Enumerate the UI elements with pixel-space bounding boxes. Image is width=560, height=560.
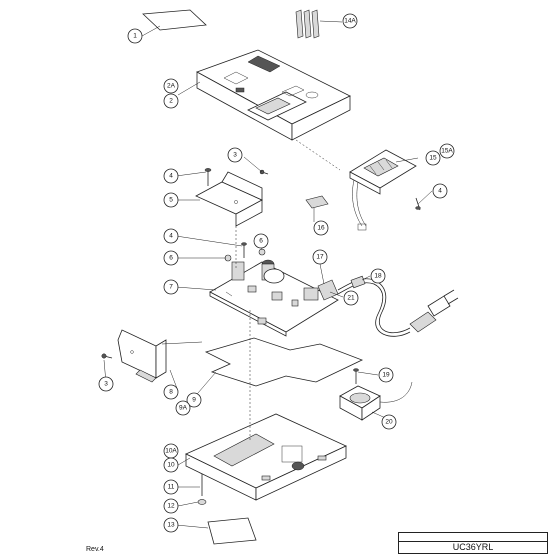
callout-label: 4 xyxy=(169,173,173,180)
callout: 15 xyxy=(425,150,441,166)
part-nuts xyxy=(224,248,266,262)
callout-label: 1 xyxy=(133,33,137,40)
callout: 14A xyxy=(342,13,358,29)
part-circuit-board xyxy=(209,259,339,337)
part-bracket xyxy=(195,171,263,227)
callout-label: 10A xyxy=(165,448,177,455)
callout: 3 xyxy=(227,147,243,163)
callout: 9 xyxy=(186,392,202,408)
part-foot xyxy=(197,499,207,505)
callout: 21 xyxy=(343,290,359,306)
callout: 13 xyxy=(163,517,179,533)
callout: 4 xyxy=(163,228,179,244)
callout-label: 6 xyxy=(169,255,173,262)
callout-label: 21 xyxy=(347,295,355,302)
callout-label: 2 xyxy=(169,98,173,105)
callout: 12 xyxy=(163,498,179,514)
callout-label: 18 xyxy=(374,273,382,280)
callout: 5 xyxy=(163,192,179,208)
callout: 6 xyxy=(253,233,269,249)
callout: 6 xyxy=(163,250,179,266)
callout: 11 xyxy=(163,479,179,495)
part-name-plate xyxy=(207,517,257,545)
callout: 9A xyxy=(175,400,191,416)
callout-bubbles: 1 14A 2A 2 3 4 15 15A 4 5 16 4 6 6 17 18… xyxy=(98,13,455,533)
callout: 16 xyxy=(313,220,329,236)
callout: 15A xyxy=(439,143,455,159)
callout-label: 12 xyxy=(167,503,175,510)
callout: 18 xyxy=(370,268,386,284)
callout: 17 xyxy=(312,249,328,265)
callout: 10 xyxy=(163,457,179,473)
callout: 8 xyxy=(163,384,179,400)
callout: 2A xyxy=(163,78,179,94)
callout-label: 20 xyxy=(385,419,393,426)
assembly-guides xyxy=(235,139,341,440)
callout-label: 13 xyxy=(167,522,175,529)
callout-label: 15 xyxy=(429,155,437,162)
callout-label: 3 xyxy=(104,381,108,388)
callout-label: 17 xyxy=(316,254,324,261)
part-terminal-sleeves xyxy=(295,9,320,39)
model-title-block: UC36YRL xyxy=(398,532,548,554)
part-terminal-block xyxy=(349,149,417,231)
part-top-case xyxy=(196,49,351,141)
callout-label: 15A xyxy=(441,148,453,155)
callout: 20 xyxy=(381,414,397,430)
callout-label: 9 xyxy=(192,397,196,404)
callout-label: 9A xyxy=(179,405,188,412)
callout: 4 xyxy=(163,168,179,184)
model-header xyxy=(399,533,547,542)
callout-label: 19 xyxy=(382,372,390,379)
callout-label: 4 xyxy=(438,188,442,195)
callout-label: 11 xyxy=(168,484,175,491)
callout-label: 8 xyxy=(169,389,173,396)
callout: 7 xyxy=(163,279,179,295)
callout: 4 xyxy=(432,183,448,199)
model-name: UC36YRL xyxy=(452,542,494,552)
callout: 19 xyxy=(378,367,394,383)
callout-label: 3 xyxy=(233,152,237,159)
callout: 1 xyxy=(127,28,143,44)
part-small-label xyxy=(305,195,329,209)
callout-label: 5 xyxy=(169,197,173,204)
leader-lines xyxy=(103,20,433,529)
part-label-sheet xyxy=(142,9,207,31)
part-fan xyxy=(339,381,413,421)
callout: 2 xyxy=(163,93,179,109)
part-power-cord xyxy=(337,275,459,337)
callout-label: 2A xyxy=(167,83,176,90)
callout-label: 6 xyxy=(259,238,263,245)
screws xyxy=(101,168,421,496)
callout-label: 10 xyxy=(167,462,175,469)
callout-label: 16 xyxy=(317,225,325,232)
part-bottom-case xyxy=(185,413,347,501)
revision-label: Rev.4 xyxy=(86,546,104,553)
part-side-plate xyxy=(117,329,167,383)
callout: 10A xyxy=(163,443,179,459)
callout-label: 14A xyxy=(344,18,356,25)
callout-label: 4 xyxy=(169,233,173,240)
part-insulation-sheet xyxy=(204,337,364,387)
callout: 3 xyxy=(98,376,114,392)
callout-label: 7 xyxy=(169,284,173,291)
